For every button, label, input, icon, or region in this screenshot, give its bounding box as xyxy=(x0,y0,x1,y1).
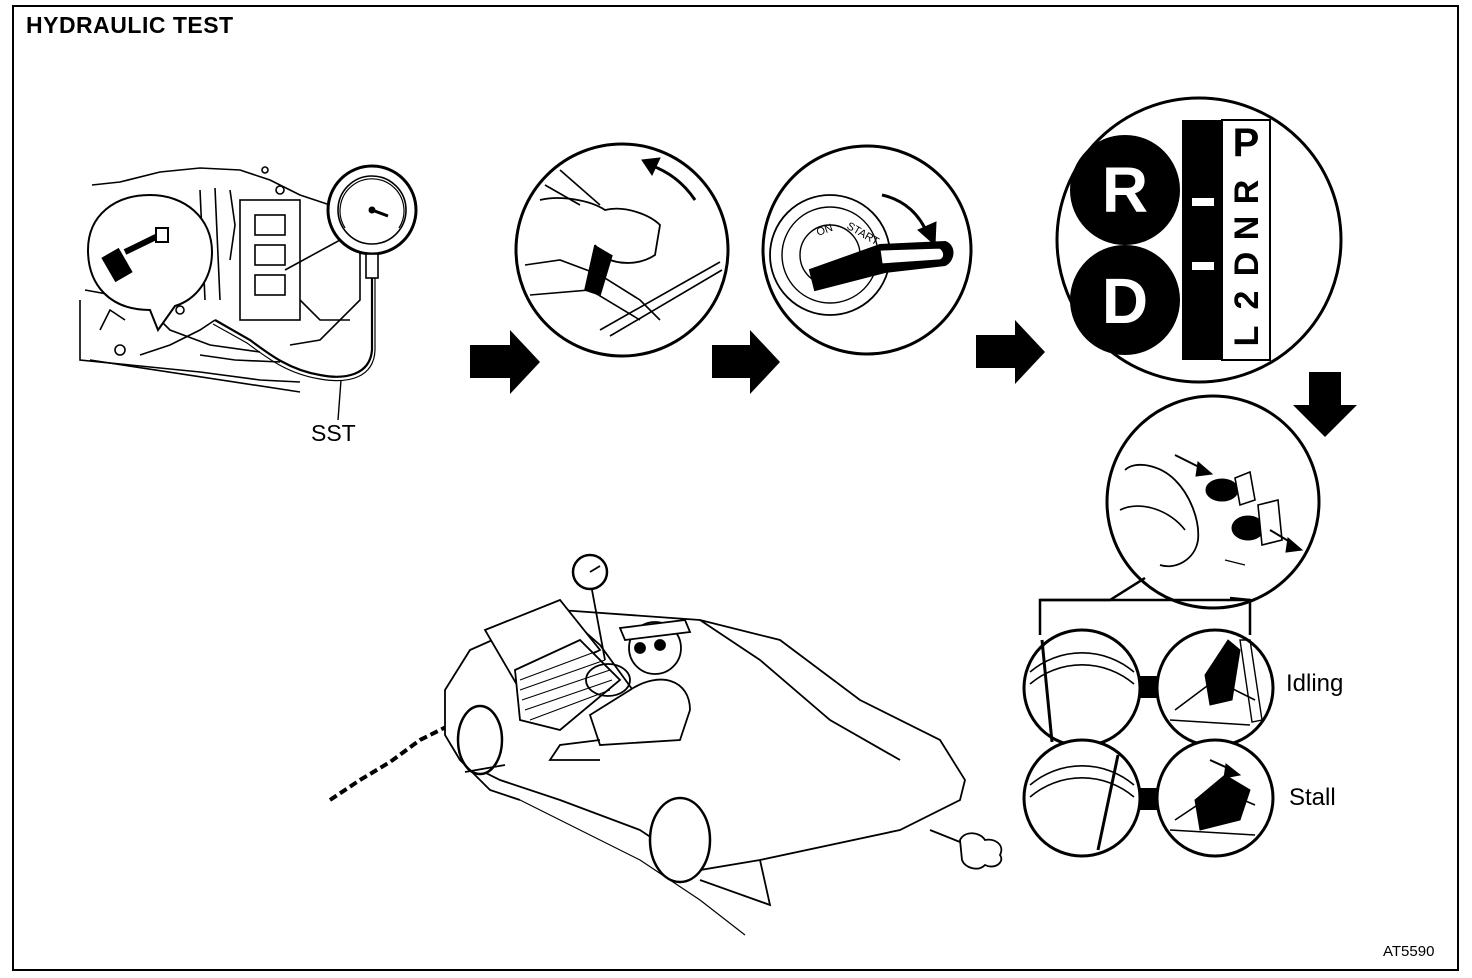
stall-label: Stall xyxy=(1289,784,1336,811)
shift-pattern-l: L xyxy=(1228,326,1266,347)
shift-selector-step: R D P R N D 2 L xyxy=(1055,96,1343,384)
transmission-illustration xyxy=(79,166,361,393)
shift-pattern-n: N xyxy=(1228,216,1266,241)
idling-pedal xyxy=(1155,628,1275,748)
figure-title: HYDRAULIC TEST xyxy=(26,12,234,38)
figure-code: AT5590 xyxy=(1383,943,1435,960)
figure-border xyxy=(12,5,1459,971)
shift-pattern-d: D xyxy=(1228,252,1266,277)
comparison-bracket xyxy=(1038,576,1252,635)
car-test-scene xyxy=(328,553,1003,936)
arrow-1 xyxy=(470,330,540,394)
idling-gauge xyxy=(1022,628,1142,748)
shift-pattern-2: 2 xyxy=(1228,291,1266,310)
detail-callout xyxy=(86,193,214,333)
arrow-down xyxy=(1293,372,1357,437)
ignition-step: ON START xyxy=(761,144,973,356)
arrow-2 xyxy=(712,330,780,394)
idling-label: Idling xyxy=(1286,670,1344,697)
arrow-3 xyxy=(976,320,1045,384)
shift-pattern-r: R xyxy=(1228,180,1266,205)
shift-letter-r: R xyxy=(1102,154,1148,226)
stall-gauge xyxy=(1022,738,1142,858)
pedal-step xyxy=(1105,394,1321,610)
parking-brake-step xyxy=(514,142,730,358)
ignition-on-label: ON xyxy=(815,222,835,239)
sst-label: SST xyxy=(311,420,356,446)
stall-pedal xyxy=(1155,738,1275,858)
pressure-gauge xyxy=(212,164,418,421)
shift-pattern-p: P xyxy=(1233,121,1260,165)
shift-letter-d: D xyxy=(1102,265,1148,337)
